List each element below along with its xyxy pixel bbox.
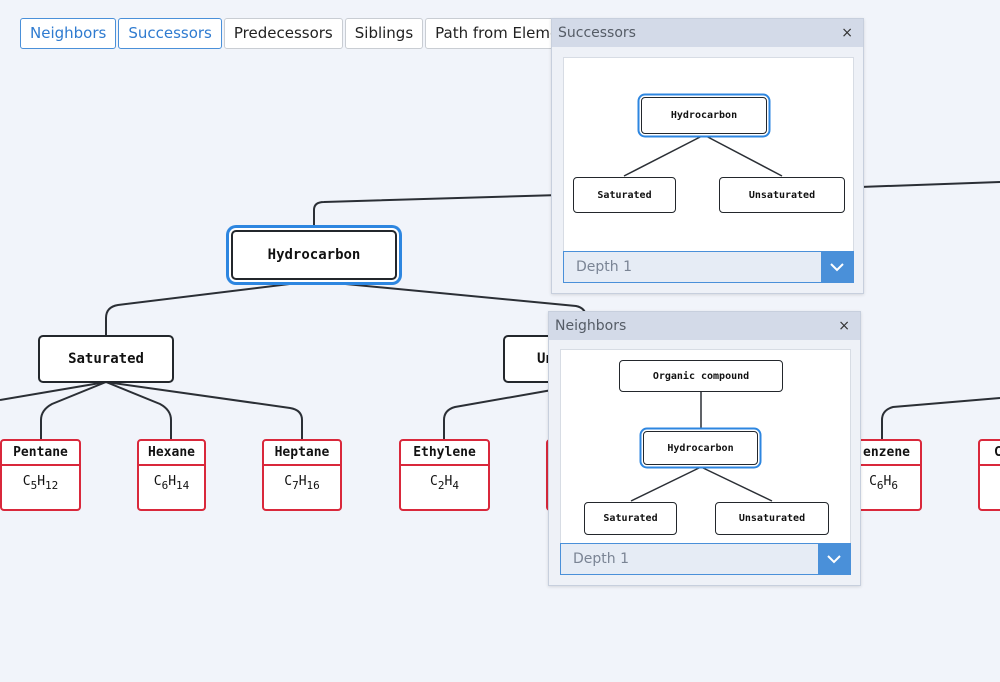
connector-benzene — [881, 397, 1000, 440]
leaf-formula: C7H16 — [284, 474, 320, 492]
preview-saturated-node[interactable]: Saturated — [573, 177, 676, 213]
leaf-name: enzene — [842, 441, 920, 466]
connector-saturated-hexane — [105, 381, 172, 440]
heptane-leaf[interactable]: Heptane C7H16 — [262, 439, 342, 511]
chevron-down-icon[interactable] — [821, 252, 853, 282]
connector-parent-hydrocarbon — [313, 194, 561, 228]
connector-saturated-pentane — [40, 381, 107, 440]
leaf-name: Ethylene — [401, 441, 488, 466]
preview-hydrocarbon-node[interactable]: Hydrocarbon — [641, 97, 767, 134]
offscreen-leaf[interactable]: C — [978, 439, 1000, 511]
depth-value: Depth 1 — [573, 551, 629, 567]
neighbors-depth-select[interactable]: Depth 1 — [560, 543, 851, 575]
successors-preview: Hydrocarbon Saturated Unsaturated — [563, 57, 854, 253]
leaf-name: Pentane — [2, 441, 79, 466]
preview-connectors — [630, 392, 773, 502]
preview-saturated-node[interactable]: Saturated — [584, 502, 677, 535]
depth-value: Depth 1 — [576, 259, 632, 275]
connector-unsaturated-ethylene — [443, 389, 553, 440]
successors-depth-select[interactable]: Depth 1 — [563, 251, 854, 283]
panel-title: Neighbors — [555, 318, 627, 334]
close-icon[interactable]: × — [838, 318, 850, 334]
leaf-name: Heptane — [264, 441, 340, 466]
neighbors-panel: Neighbors × Organic compound Hydrocarbon… — [548, 311, 861, 586]
leaf-formula: C5H12 — [22, 474, 59, 492]
preview-connectors — [623, 134, 783, 177]
hydrocarbon-node[interactable]: Hydrocarbon — [231, 230, 397, 280]
preview-unsaturated-node[interactable]: Unsaturated — [715, 502, 829, 535]
panel-header: Neighbors × — [549, 312, 860, 340]
leaf-formula: C6H6 — [869, 474, 898, 492]
connector-hydrocarbon-saturated — [105, 280, 315, 336]
siblings-button[interactable]: Siblings — [344, 18, 424, 49]
neighbors-preview: Organic compound Hydrocarbon Saturated U… — [560, 349, 851, 545]
close-icon[interactable]: × — [841, 25, 853, 41]
successors-panel: Successors × Hydrocarbon Saturated Unsat… — [551, 18, 864, 294]
hexane-leaf[interactable]: Hexane C6H14 — [137, 439, 206, 511]
saturated-node[interactable]: Saturated — [38, 335, 174, 383]
leaf-name: C — [980, 441, 1000, 466]
panel-title: Successors — [558, 25, 636, 41]
neighbors-button[interactable]: Neighbors — [20, 18, 117, 49]
leaf-formula: C2H4 — [430, 474, 459, 492]
preview-hydrocarbon-node[interactable]: Hydrocarbon — [643, 431, 758, 465]
preview-unsaturated-node[interactable]: Unsaturated — [719, 177, 845, 213]
predecessors-button[interactable]: Predecessors — [223, 18, 343, 49]
leaf-name: Hexane — [139, 441, 204, 466]
ethylene-leaf[interactable]: Ethylene C2H4 — [399, 439, 490, 511]
connector-hydrocarbon-unsaturated — [313, 280, 587, 319]
successors-button[interactable]: Successors — [118, 18, 222, 49]
preview-organic-compound-node[interactable]: Organic compound — [619, 360, 783, 392]
view-mode-toolbar: Neighbors Successors Predecessors Siblin… — [20, 18, 585, 49]
connector-saturated-heptane — [105, 381, 303, 440]
chevron-down-icon[interactable] — [818, 544, 850, 574]
connector-right-offscreen — [859, 181, 1000, 188]
panel-header: Successors × — [552, 19, 863, 47]
connector-saturated-offscreen — [0, 381, 107, 401]
leaf-formula: C6H14 — [153, 474, 190, 492]
pentane-leaf[interactable]: Pentane C5H12 — [0, 439, 81, 511]
